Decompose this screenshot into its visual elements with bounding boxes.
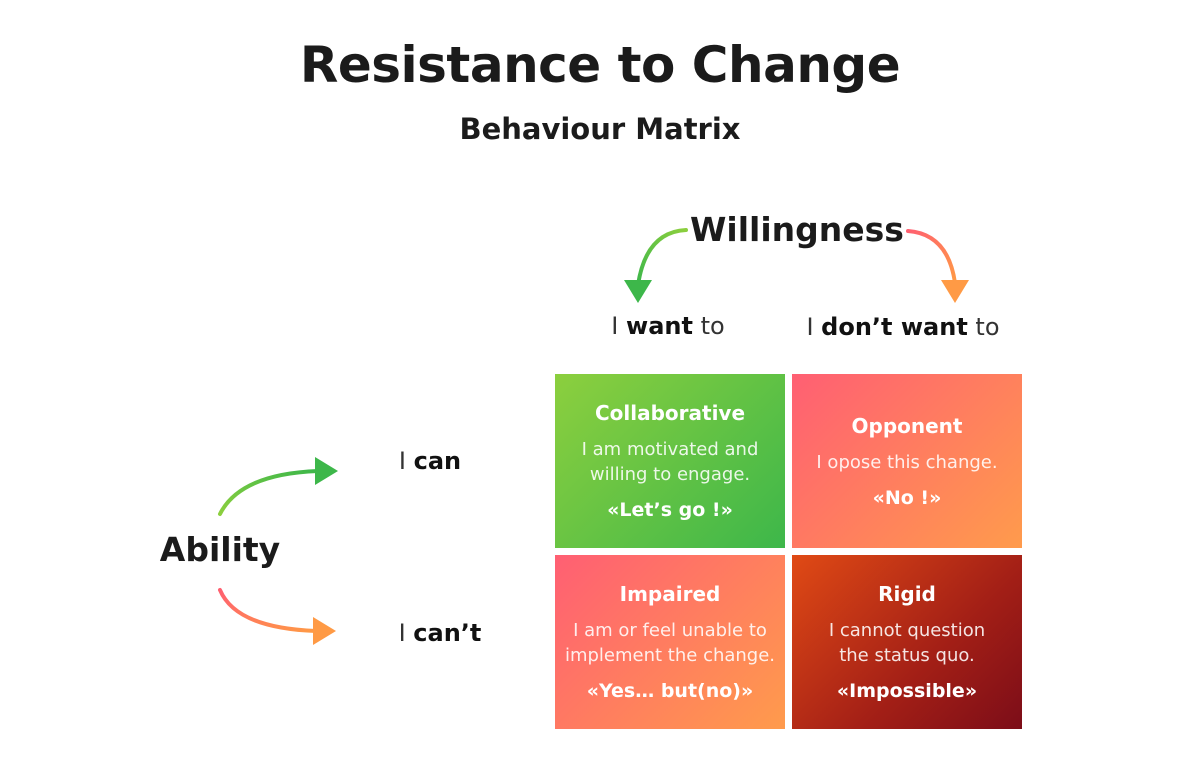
page-subtitle: Behaviour Matrix — [459, 112, 741, 146]
row-label-can: I can — [398, 447, 462, 475]
cell-title: Rigid — [878, 582, 936, 606]
column-label-want: I want to — [611, 312, 725, 340]
column-label-dont-want: I don’t want to — [806, 313, 1000, 341]
axis-label-ability: Ability — [159, 530, 281, 569]
cell-description: I am or feel unable to implement the cha… — [564, 620, 776, 666]
cell-description: I cannot question the status quo. — [828, 620, 986, 666]
cell-title: Collaborative — [594, 401, 746, 425]
arrow-can-head — [315, 457, 338, 485]
arrow-want-head — [624, 280, 652, 303]
cell-quote: «No !» — [872, 486, 942, 509]
cell-rigid: Rigid I cannot question the status quo. … — [792, 555, 1022, 729]
cell-description: I opose this change. — [816, 451, 998, 473]
axis-label-willingness: Willingness — [690, 210, 904, 249]
cell-title: Impaired — [619, 582, 721, 606]
arrow-dont-want-head — [941, 280, 969, 303]
cell-collaborative: Collaborative I am motivated and willing… — [555, 374, 785, 548]
row-label-cant: I can’t — [398, 619, 482, 647]
cell-impaired: Impaired I am or feel unable to implemen… — [555, 555, 785, 729]
cell-quote: «Yes… but(no)» — [586, 680, 754, 702]
cell-opponent: Opponent I opose this change. «No !» — [792, 374, 1022, 548]
arrow-cant — [218, 588, 318, 633]
cell-quote: «Impossible» — [836, 680, 978, 702]
page-title: Resistance to Change — [299, 36, 901, 94]
arrow-want — [636, 228, 688, 287]
cell-description: I am motivated and willing to engage. — [581, 439, 759, 485]
cell-quote: «Let’s go !» — [607, 499, 733, 521]
arrow-can — [218, 469, 320, 516]
cell-title: Opponent — [851, 413, 963, 438]
arrow-cant-head — [313, 617, 336, 645]
arrow-dont-want — [906, 229, 957, 285]
